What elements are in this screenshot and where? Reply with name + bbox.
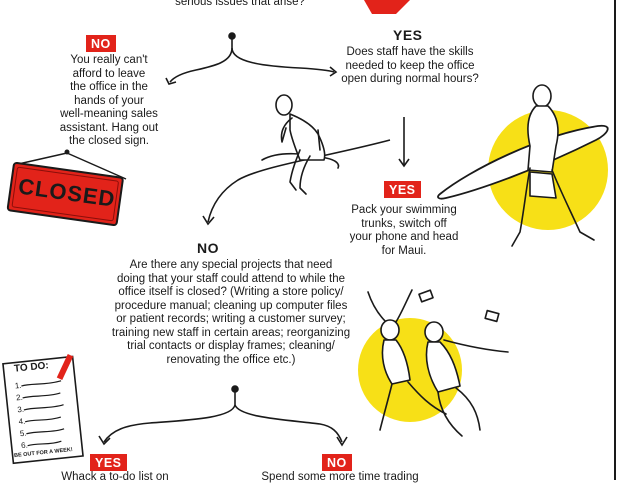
closed-advice-text: You really can't afford to leave the off… bbox=[59, 54, 159, 147]
no-heading-2: NO bbox=[197, 240, 219, 256]
maui-advice-text: Pack your swimming trunks, switch off yo… bbox=[349, 204, 459, 257]
bottom-split-connector bbox=[98, 385, 348, 447]
todo-item: 5. bbox=[19, 428, 27, 439]
todo-note-illustration bbox=[2, 353, 84, 465]
todo-item: 3. bbox=[16, 404, 25, 415]
yes-badge-2: YES bbox=[384, 181, 421, 198]
curve-arrow-no bbox=[202, 139, 391, 226]
todo-item: 1. bbox=[14, 380, 22, 391]
surfer-illustration bbox=[437, 84, 609, 247]
special-projects-question: Are there any special projects that need… bbox=[111, 259, 351, 366]
no-badge-3: NO bbox=[322, 454, 352, 471]
yes-heading-1: YES bbox=[393, 27, 423, 43]
top-question-text: serious issues that arise? bbox=[175, 0, 305, 8]
trading-advice-text: Spend some more time trading bbox=[261, 471, 419, 483]
todo-item: 2. bbox=[15, 392, 24, 403]
staff-skills-question: Does staff have the skills needed to kee… bbox=[341, 46, 479, 85]
no-badge-1: NO bbox=[86, 35, 116, 52]
closed-sign-illustration bbox=[6, 149, 127, 227]
thinking-man-illustration bbox=[261, 94, 340, 195]
todo-item: 6. bbox=[20, 440, 29, 451]
down-arrow-yes bbox=[398, 117, 410, 168]
todo-advice-text: Whack a to-do list on bbox=[61, 471, 169, 483]
top-split-connector bbox=[165, 32, 338, 85]
yes-badge-3: YES bbox=[90, 454, 127, 471]
red-wedge-decoration bbox=[364, 0, 410, 14]
jumping-couple-illustration bbox=[358, 289, 509, 437]
todo-item: 4. bbox=[18, 416, 26, 427]
